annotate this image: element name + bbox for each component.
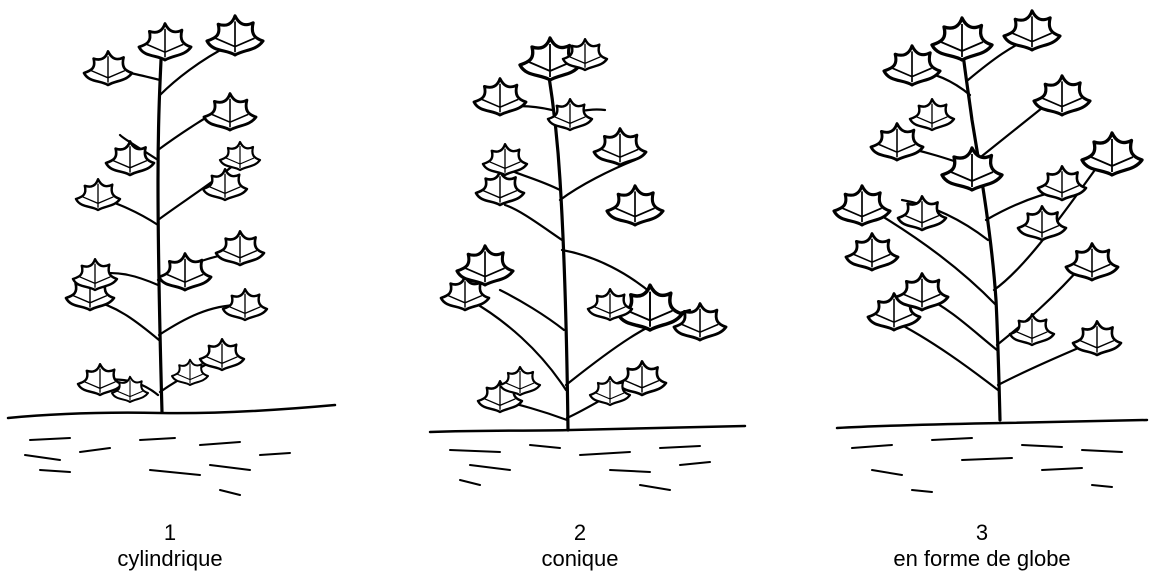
- plant-figure-globe: 3 en forme de globe: [812, 0, 1152, 583]
- figure-label: cylindrique: [0, 546, 340, 572]
- figure-number: 1: [0, 520, 340, 546]
- figure-label: conique: [410, 546, 750, 572]
- figure-label: en forme de globe: [812, 546, 1152, 572]
- plant-figure-cylindrique: 1 cylindrique: [0, 0, 340, 583]
- figure-number: 3: [812, 520, 1152, 546]
- globe-plant-drawing: [812, 0, 1152, 515]
- figure-number: 2: [410, 520, 750, 546]
- cylindrical-plant-drawing: [0, 0, 340, 515]
- plant-figure-conique: 2 conique: [410, 0, 750, 583]
- conical-plant-drawing: [410, 0, 750, 515]
